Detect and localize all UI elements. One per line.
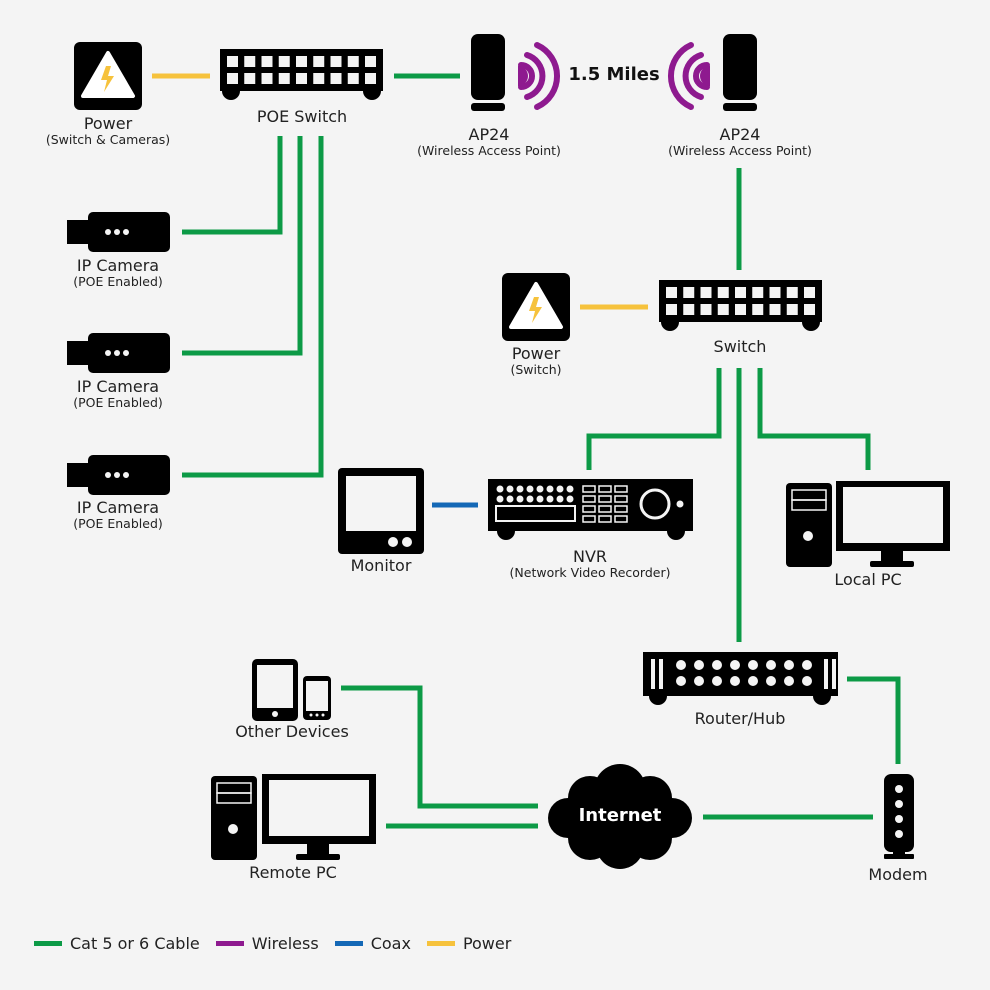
ap-right-subtitle: (Wireless Access Point) [668,142,812,158]
power-switch-label: Power (Switch) [510,344,562,377]
legend-label: Coax [370,934,411,953]
ip-camera-icon [67,212,170,252]
poe-switch-title: POE Switch [256,107,348,126]
router-title: Router/Hub [694,709,786,728]
ap-right-label: AP24 (Wireless Access Point) [668,125,812,158]
lightning-icon [529,297,542,323]
remote-pc-icon [211,774,376,860]
power-main-title: Power [83,114,133,133]
poe-switch-label: POE Switch [256,107,348,126]
cable-router-to-modem [847,676,901,764]
poe-switch-icon [220,49,383,100]
other-devices-title: Other Devices [235,722,349,741]
monitor-title: Monitor [350,556,412,575]
power-switch-title: Power [511,344,561,363]
legend-item-wireless: Wireless [215,934,319,953]
camera-2-subtitle: (POE Enabled) [73,394,163,410]
power-main-label: Power (Switch & Cameras) [45,114,171,147]
legend-swatch [334,941,363,946]
camera-1-title: IP Camera [76,256,160,275]
cable-poe-to-camera-1 [182,136,283,235]
nvr-icon [488,479,693,540]
other-devices-icon [252,659,331,721]
power-switch-subtitle: (Switch) [510,361,562,377]
access-point-left-icon [471,34,560,111]
cable-poe-to-camera-2 [182,136,303,356]
camera-2-label: IP Camera (POE Enabled) [73,377,163,410]
modem-title: Modem [868,865,928,884]
internet-cloud-icon [548,764,692,869]
monitor-icon [338,468,424,554]
legend-label: Power [462,934,512,953]
power-supply-main [74,42,142,110]
camera-3-label: IP Camera (POE Enabled) [73,498,163,531]
access-point-right-icon [668,34,757,111]
remote-pc-title: Remote PC [249,863,337,882]
remote-pc-label: Remote PC [249,863,337,882]
wireless-signal-icon [668,42,710,110]
legend-item-power: Power [426,934,512,953]
switch-icon [659,280,822,331]
legend-swatch [34,941,62,946]
distance-label: 1.5 Miles [568,64,660,85]
cable-other-devices-to-internet [341,685,538,809]
nvr-label: NVR (Network Video Recorder) [509,547,671,580]
cable-switch-to-local-pc [757,368,871,470]
monitor-label: Monitor [350,556,412,575]
ip-camera-icon [67,333,170,373]
power-supply-switch [502,273,570,341]
ap-left-subtitle: (Wireless Access Point) [417,142,561,158]
legend-label: Cat 5 or 6 Cable [70,934,200,953]
local-pc-icon [786,481,950,567]
switch-title: Switch [713,337,767,356]
local-pc-title: Local PC [834,570,902,589]
modem-label: Modem [868,865,928,884]
ap-left-title: AP24 [468,125,510,144]
camera-3-title: IP Camera [76,498,160,517]
switch-label: Switch [713,337,767,356]
ap-right-title: AP24 [719,125,761,144]
cable-switch-to-nvr [586,368,722,470]
other-devices-label: Other Devices [235,722,349,741]
cable-poe-to-camera-3 [182,136,324,478]
legend-swatch [426,941,455,946]
lightning-icon [101,66,114,92]
ap-left-label: AP24 (Wireless Access Point) [417,125,561,158]
legend: Cat 5 or 6 Cable Wireless Coax Power [34,934,527,953]
legend-swatch [215,941,244,946]
legend-item-cat-cable: Cat 5 or 6 Cable [34,934,200,953]
router-hub-icon [643,652,838,705]
camera-3-subtitle: (POE Enabled) [73,515,163,531]
local-pc-label: Local PC [834,570,902,589]
internet-label: Internet [578,805,662,826]
power-main-subtitle: (Switch & Cameras) [45,131,171,147]
router-label: Router/Hub [694,709,786,728]
legend-item-coax: Coax [334,934,411,953]
modem-icon [884,774,914,859]
ip-camera-icon [67,455,170,495]
nvr-subtitle: (Network Video Recorder) [509,564,671,580]
camera-2-title: IP Camera [76,377,160,396]
nvr-title: NVR [572,547,608,566]
camera-1-subtitle: (POE Enabled) [73,273,163,289]
legend-label: Wireless [251,934,319,953]
camera-1-label: IP Camera (POE Enabled) [73,256,163,289]
wireless-signal-icon [518,42,560,110]
